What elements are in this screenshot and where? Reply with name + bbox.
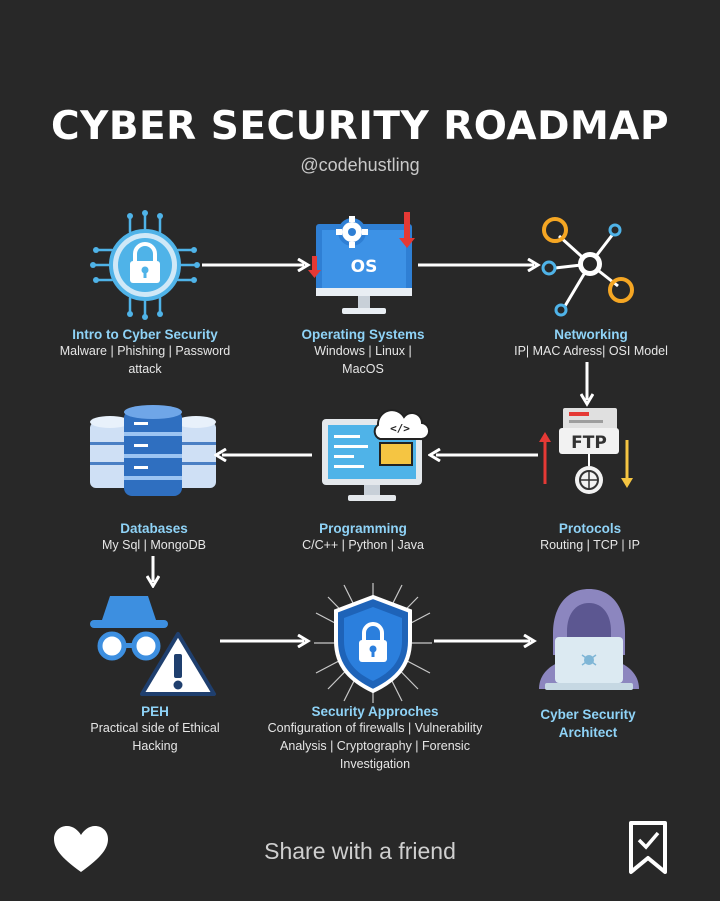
arrow-peh-to-security [220, 634, 311, 648]
node-description: Routing | TCP | IP [540, 538, 640, 552]
network-nodes-icon [541, 217, 634, 317]
hacker-warning-icon [90, 596, 216, 696]
page-title: CYBER SECURITY ROADMAP [50, 104, 670, 149]
arrow-programming-to-databases [214, 448, 312, 462]
padlock-circuit-icon [90, 210, 200, 320]
os-monitor-icon: OS [308, 212, 415, 314]
author-handle: @codehustling [300, 155, 420, 175]
node-databases: Databases My Sql | MongoDB [70, 521, 238, 554]
node-title: PEH [141, 704, 169, 719]
arrow-protocols-to-programming [428, 448, 538, 462]
ftp-label: FTP [571, 433, 607, 453]
architect-hooded-icon [539, 589, 639, 690]
node-description: IP| MAC Adress| OSI Model [514, 344, 668, 358]
node-title: Cyber Security Architect [540, 707, 636, 740]
node-intro-cyber-security: Intro to Cyber Security Malware | Phishi… [50, 327, 240, 378]
node-description: Practical side of Ethical Hacking [90, 721, 220, 753]
code-monitor-icon: </> [322, 409, 430, 501]
node-title: Programming [319, 521, 407, 536]
node-operating-systems: Operating Systems Windows | Linux | MacO… [283, 327, 443, 378]
node-peh: PEH Practical side of Ethical Hacking [80, 704, 230, 755]
arrow-networking-to-protocols [580, 362, 594, 407]
share-with-friend-text[interactable]: Share with a friend [264, 838, 456, 864]
ftp-protocol-icon: FTP [539, 408, 633, 494]
database-servers-icon [90, 405, 216, 496]
node-description: Configuration of firewalls | Vulnerabili… [267, 721, 483, 771]
arrow-databases-to-peh [146, 556, 160, 588]
node-protocols: Protocols Routing | TCP | IP [505, 521, 675, 554]
arrow-intro-to-os [202, 258, 311, 272]
node-title: Intro to Cyber Security [72, 327, 218, 342]
node-programming: Programming C/C++ | Python | Java [283, 521, 443, 554]
node-description: Malware | Phishing | Password attack [59, 344, 231, 376]
node-title: Operating Systems [301, 327, 425, 342]
node-title: Protocols [558, 521, 622, 536]
node-networking: Networking IP| MAC Adress| OSI Model [495, 327, 687, 360]
heart-icon[interactable] [52, 824, 110, 874]
node-description: Windows | Linux | MacOS [314, 344, 412, 376]
arrow-os-to-networking [418, 258, 541, 272]
node-description: C/C++ | Python | Java [302, 538, 424, 552]
node-title: Databases [120, 521, 188, 536]
arrow-security-to-architect [434, 634, 537, 648]
bookmark-icon[interactable] [628, 820, 668, 876]
node-cyber-security-architect: Cyber Security Architect [530, 706, 646, 742]
node-title: Security Approches [311, 704, 439, 719]
security-shield-icon [314, 583, 432, 703]
os-brand-label: OS [351, 257, 378, 277]
node-title: Networking [554, 327, 628, 342]
node-description: My Sql | MongoDB [102, 538, 206, 552]
code-tag-label: </> [390, 422, 410, 435]
node-security-approches: Security Approches Configuration of fire… [255, 704, 495, 773]
